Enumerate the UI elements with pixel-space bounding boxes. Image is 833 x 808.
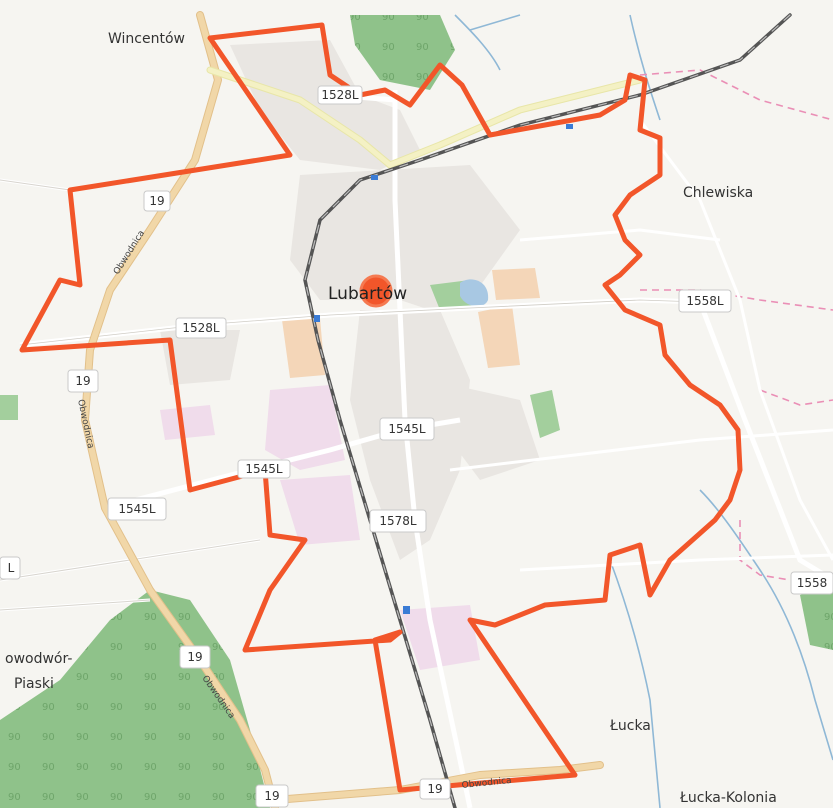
svg-text:1545L: 1545L	[245, 462, 283, 476]
place-label-nowodwor-line2: Piaski	[14, 676, 54, 692]
svg-text:1528L: 1528L	[321, 88, 359, 102]
municipality-boundary[interactable]	[19, 22, 743, 793]
svg-text:1578L: 1578L	[379, 514, 417, 528]
place-label-lubartow: Lubartów	[328, 284, 407, 304]
road-shield-19-c: 19	[179, 645, 211, 669]
road-shield-19-e: 19	[419, 778, 451, 800]
pond	[460, 279, 489, 307]
svg-text:1545L: 1545L	[118, 502, 156, 516]
road-shield-1578: 1578L	[369, 509, 427, 533]
road-shield-1545-a: 1545L	[379, 417, 435, 441]
svg-text:19: 19	[149, 194, 164, 208]
road-shield-19-d: 19	[255, 784, 289, 808]
secondary-roads-outline	[19, 299, 701, 346]
road-shield-1528-top: 1528L	[317, 85, 363, 105]
road-shield-19-b: 19	[67, 369, 99, 393]
railway	[303, 13, 792, 808]
svg-text:19: 19	[187, 650, 202, 664]
road-shield-1528: 1528L	[175, 317, 227, 339]
road-shield-19-a: 19	[143, 190, 171, 212]
urban-areas	[160, 40, 540, 560]
railway-stations	[314, 124, 573, 614]
svg-text:19: 19	[75, 374, 90, 388]
svg-text:1545L: 1545L	[388, 422, 426, 436]
svg-text:19: 19	[427, 782, 442, 796]
road-shield-1545-c: 1545L	[107, 497, 167, 521]
road-shield-edge-left: L	[0, 556, 21, 580]
svg-text:19: 19	[264, 789, 279, 803]
forest-areas	[0, 15, 833, 808]
place-label-lucka-kolonia: Łucka-Kolonia	[679, 790, 777, 806]
road-shield-1558: 1558L	[678, 289, 732, 313]
place-label-lucka: Łucka	[609, 718, 651, 734]
place-label-chlewiska: Chlewiska	[683, 185, 753, 201]
svg-text:1558: 1558	[797, 576, 828, 590]
road-shield-1558-right: 1558	[790, 571, 833, 595]
svg-text:L: L	[8, 561, 15, 575]
svg-text:1558L: 1558L	[686, 294, 724, 308]
place-label-nowodwor-line1: owodwór-	[5, 651, 72, 667]
orange-fields	[282, 268, 540, 378]
city-center-marker[interactable]	[359, 274, 393, 308]
road-shield-1545-b: 1545L	[237, 459, 291, 479]
place-label-wincentow: Wincentów	[108, 31, 185, 47]
svg-text:1528L: 1528L	[182, 321, 220, 335]
